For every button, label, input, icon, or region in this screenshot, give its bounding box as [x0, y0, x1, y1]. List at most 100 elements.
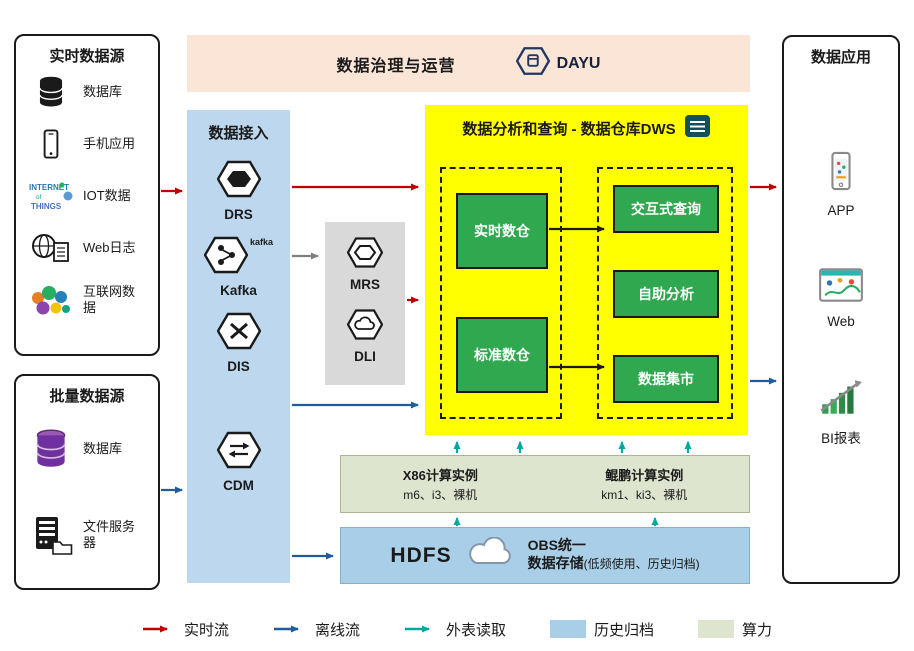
- compute-instances-box: X86计算实例 m6、i3、裸机 鲲鹏计算实例 km1、ki3、裸机: [340, 455, 750, 513]
- processing-box: MRS DLI: [325, 222, 405, 385]
- service-label: DLI: [354, 349, 376, 364]
- svg-text:THINGS: THINGS: [31, 202, 62, 211]
- legend-label: 算力: [742, 621, 773, 639]
- compute-spec: km1、ki3、裸机: [601, 488, 688, 502]
- list-item: 互联网数据: [16, 274, 158, 326]
- service-dli: DLI: [346, 308, 384, 364]
- dws-warehouse-box: 数据分析和查询 - 数据仓库DWS 实时数仓 标准数仓 交互式查询 自助分析 数…: [425, 105, 748, 435]
- source-label: 手机应用: [83, 135, 136, 151]
- service-label: DRS: [224, 207, 253, 222]
- list-item: APP: [822, 149, 860, 218]
- batch-sources-title: 批量数据源: [49, 388, 125, 405]
- legend-item-external-read: 外表读取: [404, 619, 506, 640]
- legend-item-realtime-flow: 实时流: [142, 619, 229, 640]
- legend-label: 离线流: [314, 621, 360, 639]
- app-phone-icon: [822, 149, 860, 198]
- source-label: Web日志: [83, 239, 136, 255]
- legend-label: 历史归档: [594, 621, 655, 639]
- governance-title: 数据治理与运营: [336, 57, 456, 75]
- service-label: Kafka: [220, 283, 257, 298]
- list-item: Web: [817, 266, 865, 329]
- kafka-hexagon-icon: [203, 235, 249, 280]
- app-label: Web: [827, 314, 855, 329]
- kafka-wordmark: kafka: [249, 237, 274, 247]
- dli-hexagon-icon: [346, 308, 384, 346]
- service-label: DIS: [227, 359, 250, 374]
- obs-line1: OBS统一: [527, 536, 586, 553]
- svg-text:INTERNET: INTERNET: [29, 183, 69, 192]
- list-item: 数据库: [16, 406, 158, 492]
- hdfs-obs-box: HDFS OBS统一 数据存储(低频使用、历史归档): [340, 527, 750, 584]
- governance-banner: 数据治理与运营 DAYU: [187, 35, 750, 92]
- compute-spec: m6、i3、裸机: [403, 488, 478, 502]
- legend: 实时流 离线流 外表读取 历史归档 算力: [0, 614, 914, 644]
- dis-hexagon-icon: [216, 311, 261, 356]
- dws-icon: [684, 114, 711, 142]
- offline-flow-arrow-icon: [273, 625, 299, 633]
- warehouse-layers-group: 实时数仓 标准数仓: [440, 167, 562, 419]
- drs-hexagon-icon: [216, 159, 261, 204]
- legend-label: 外表读取: [445, 621, 506, 639]
- list-item: 手机应用: [16, 118, 158, 170]
- app-label: BI报表: [821, 431, 861, 446]
- data-mart-box: 数据集市: [613, 355, 719, 403]
- x86-compute-group: X86计算实例 m6、i3、裸机: [403, 465, 478, 503]
- service-mrs: MRS: [346, 236, 384, 292]
- green-box-label: 自助分析: [638, 286, 694, 302]
- obs-cloud-icon: [465, 536, 515, 574]
- dws-title: 数据分析和查询 - 数据仓库DWS: [462, 120, 676, 138]
- compute-title: X86计算实例: [402, 468, 478, 483]
- data-ingestion-column: 数据接入 DRS kafka Kafka DIS: [187, 110, 290, 583]
- mobile-app-icon: [28, 125, 74, 163]
- legend-item-history-archive: 历史归档: [550, 619, 654, 640]
- realtime-warehouse-box: 实时数仓: [456, 193, 548, 269]
- service-dis: DIS: [216, 311, 261, 374]
- history-archive-swatch: [550, 620, 586, 638]
- legend-item-offline-flow: 离线流: [273, 619, 360, 640]
- compute-power-swatch: [698, 620, 735, 638]
- interactive-query-box: 交互式查询: [613, 185, 719, 233]
- mrs-hexagon-icon: [346, 236, 384, 274]
- cdm-hexagon-icon: [216, 430, 261, 475]
- batch-sources-box: 批量数据源 数据库 文件服务器: [14, 374, 160, 590]
- external-read-arrow-icon: [404, 625, 430, 633]
- app-label: APP: [827, 203, 855, 218]
- green-box-label: 交互式查询: [631, 201, 701, 217]
- source-label: 互联网数据: [83, 283, 136, 315]
- obs-text: OBS统一 数据存储(低频使用、历史归档): [528, 537, 700, 575]
- dayu-hexagon-icon: [515, 46, 550, 81]
- applications-title: 数据应用: [810, 49, 871, 66]
- service-cdm: CDM: [216, 430, 261, 493]
- svg-text:of: of: [36, 194, 42, 201]
- dayu-logo: DAYU: [515, 46, 600, 81]
- legend-label: 实时流: [183, 621, 229, 639]
- realtime-sources-title: 实时数据源: [49, 48, 125, 65]
- service-kafka: kafka Kafka: [203, 235, 274, 298]
- legend-item-compute-power: 算力: [698, 619, 772, 640]
- web-log-icon: [28, 231, 74, 265]
- list-item: 数据库: [16, 66, 158, 118]
- obs-line2: 数据存储: [527, 555, 584, 572]
- list-item: BI报表: [817, 377, 865, 447]
- realtime-flow-arrow-icon: [142, 625, 168, 633]
- service-label: MRS: [350, 277, 380, 292]
- database-purple-icon: [28, 427, 74, 471]
- self-service-analysis-box: 自助分析: [613, 270, 719, 318]
- green-box-label: 实时数仓: [474, 223, 530, 239]
- obs-note: (低频使用、历史归档): [583, 557, 700, 572]
- list-item: Web日志: [16, 222, 158, 274]
- service-drs: DRS: [216, 159, 261, 222]
- green-box-label: 数据集市: [638, 371, 694, 387]
- internet-data-icon: [28, 284, 74, 316]
- source-label: 数据库: [83, 83, 123, 99]
- list-item: 文件服务器: [16, 492, 158, 578]
- database-icon: [28, 74, 74, 110]
- applications-box: 数据应用 APP Web BI报表: [782, 35, 900, 584]
- source-label: 文件服务器: [83, 518, 136, 550]
- green-box-label: 标准数仓: [474, 347, 530, 363]
- standard-warehouse-box: 标准数仓: [456, 317, 548, 393]
